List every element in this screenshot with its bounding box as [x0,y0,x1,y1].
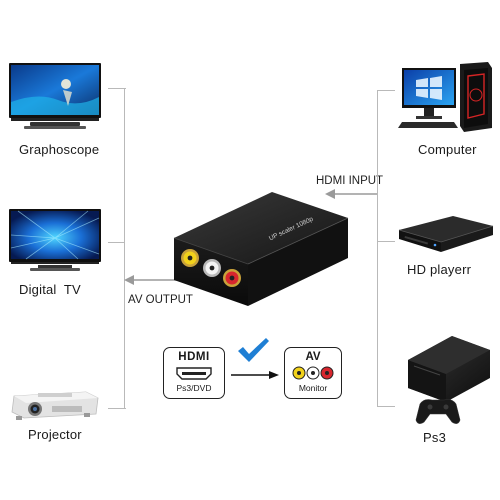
hdmi-input-arrow [325,188,377,200]
flow-arrow [231,370,279,380]
digital-tv-label: Digital TV [19,282,81,297]
digital-tv-image [8,208,102,274]
ps3-label: Ps3 [423,430,447,445]
converter-box-icon [173,192,349,306]
right-bracket-tick-bottom [377,406,395,407]
hdmi-source-sub: Ps3/DVD [176,383,212,393]
left-bracket-tick-bottom [108,408,125,409]
digital-tv-icon [9,209,101,271]
computer-label: Computer [418,142,477,157]
projector-image [8,382,102,424]
av-output-label: AV OUTPUT [128,294,193,306]
av-target-box: AV Monitor [284,347,342,399]
left-bracket-tick-mid [108,242,125,243]
right-bracket-tick-top [377,90,395,91]
graphoscope-label: Graphoscope [19,142,100,157]
right-bracket-tick-mid [377,241,395,242]
projector-label: Projector [28,427,82,442]
rca-ports-icon [292,366,334,380]
ps3-console-icon [408,336,490,424]
av-output-arrow [124,274,178,286]
left-bracket-tick-top [108,88,125,89]
computer-icon [398,62,492,132]
hd-player-label: HD playerr [407,262,472,277]
converter-box [168,188,352,310]
right-bracket-line [377,90,378,407]
ps3-image [404,332,494,428]
computer-image [398,62,496,134]
hd-player-icon [398,216,494,252]
checkmark-icon [236,337,270,363]
projector-icon [11,391,99,420]
av-target-title: AV [305,351,321,363]
hdmi-source-box: HDMI Ps3/DVD [163,347,225,399]
television-icon [9,63,101,129]
left-bracket-line [124,88,125,409]
hd-player-image [397,212,495,256]
hdmi-source-title: HDMI [178,351,210,363]
av-target-sub: Monitor [298,383,328,393]
graphoscope-image [8,62,102,132]
hdmi-port-icon [176,367,212,380]
hdmi-input-label: HDMI INPUT [316,175,384,187]
